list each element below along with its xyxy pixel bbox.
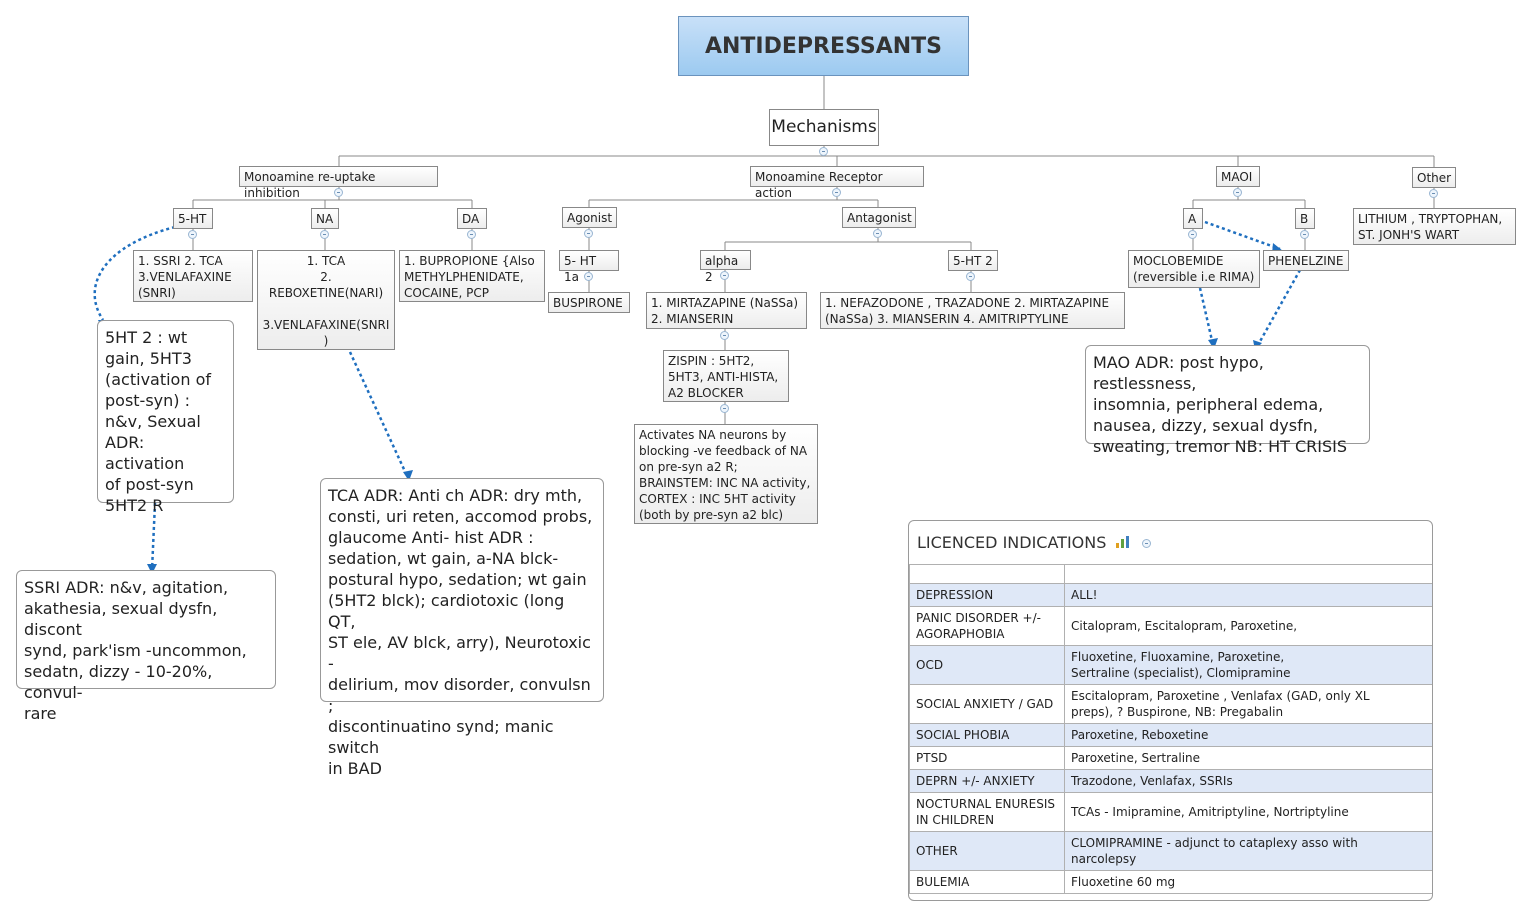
- other-drugs-node[interactable]: LITHIUM , TRYPTOPHAN, ST. JONH'S WART: [1353, 208, 1516, 245]
- spreadsheet-icon: [1116, 536, 1129, 548]
- da-drugs-node[interactable]: 1. BUPROPIONE {Also METHYLPHENIDATE, COC…: [399, 250, 545, 302]
- mechanisms-node[interactable]: Mechanisms: [769, 109, 879, 146]
- collapse-icon[interactable]: [966, 272, 975, 281]
- collapse-icon[interactable]: [334, 188, 343, 197]
- table-row: DEPRN +/- ANXIETY Trazodone, Venlafax, S…: [909, 769, 1432, 793]
- indication-cell: NOCTURNAL ENURESIS IN CHILDREN: [909, 792, 1065, 832]
- na-node[interactable]: NA: [311, 208, 339, 229]
- drugs-cell: Paroxetine, Reboxetine: [1064, 723, 1432, 747]
- table-row: BULEMIA Fluoxetine 60 mg: [909, 870, 1432, 894]
- drugs-cell: TCAs - Imipramine, Amitriptyline, Nortri…: [1064, 792, 1432, 832]
- 5ht2-node[interactable]: 5-HT 2: [948, 250, 998, 271]
- phenelzine-node[interactable]: PHENELZINE: [1263, 250, 1349, 271]
- table-row: OCD Fluoxetine, Fluoxamine, Paroxetine, …: [909, 645, 1432, 685]
- da-node[interactable]: DA: [457, 208, 487, 229]
- arrow-note-to-ssri-adr: [150, 502, 157, 571]
- 5ht-drugs-node[interactable]: 1. SSRI 2. TCA 3.VENLAFAXINE (SNRI): [133, 250, 253, 302]
- drugs-cell: Paroxetine, Sertraline: [1064, 746, 1432, 770]
- indication-cell: PANIC DISORDER +/- AGORAPHOBIA: [909, 606, 1065, 646]
- 5ht1a-node[interactable]: 5- HT 1a: [559, 250, 619, 284]
- collapse-icon[interactable]: [873, 229, 882, 238]
- collapse-icon[interactable]: [467, 230, 476, 239]
- indication-cell: PTSD: [909, 746, 1065, 770]
- maoi-node[interactable]: MAOI: [1216, 166, 1260, 187]
- table-row: SOCIAL PHOBIA Paroxetine, Reboxetine: [909, 723, 1432, 747]
- licenced-indications-table[interactable]: LICENCED INDICATIONS DEPRESSION ALL! PAN…: [908, 520, 1433, 901]
- indications-grid: DEPRESSION ALL! PANIC DISORDER +/- AGORA…: [909, 564, 1432, 894]
- collapse-icon[interactable]: [584, 229, 593, 238]
- collapse-icon[interactable]: [584, 272, 593, 281]
- indication-cell: OCD: [909, 645, 1065, 685]
- drugs-cell: Escitalopram, Paroxetine , Venlafax (GAD…: [1064, 684, 1432, 724]
- tca-adr-note[interactable]: TCA ADR: Anti ch ADR: dry mth, consti, u…: [320, 478, 604, 778]
- table-row: PTSD Paroxetine, Sertraline: [909, 746, 1432, 770]
- table-row: OTHER CLOMIPRAMINE - adjunct to cataplex…: [909, 831, 1432, 871]
- collapse-icon[interactable]: [832, 188, 841, 197]
- indication-cell: SOCIAL PHOBIA: [909, 723, 1065, 747]
- indication-cell: DEPRN +/- ANXIETY: [909, 769, 1065, 793]
- na-drugs-node[interactable]: 1. TCA 2. REBOXETINE(NARI) 3.VENLAFAXINE…: [257, 250, 395, 350]
- maoi-b-node[interactable]: B: [1295, 208, 1315, 229]
- table-title: LICENCED INDICATIONS: [917, 533, 1107, 552]
- indication-cell: BULEMIA: [909, 870, 1065, 894]
- other-node[interactable]: Other: [1412, 167, 1456, 188]
- ssri-adr-note[interactable]: SSRI ADR: n&v, agitation, akathesia, sex…: [16, 570, 276, 723]
- collapse-icon[interactable]: [720, 331, 729, 340]
- table-row: NOCTURNAL ENURESIS IN CHILDREN TCAs - Im…: [909, 792, 1432, 832]
- drugs-cell: Trazodone, Venlafax, SSRIs: [1064, 769, 1432, 793]
- drugs-cell: Fluoxetine 60 mg: [1064, 870, 1432, 894]
- receptor-node[interactable]: Monoamine Receptor action: [750, 166, 924, 200]
- map-title[interactable]: ANTIDEPRESSANTS: [678, 16, 969, 76]
- 5ht-node[interactable]: 5-HT: [173, 208, 213, 229]
- alpha2-mechanism-node[interactable]: Activates NA neurons by blocking -ve fee…: [634, 424, 818, 524]
- collapse-icon[interactable]: [1429, 189, 1438, 198]
- indication-cell: DEPRESSION: [909, 583, 1065, 607]
- drugs-cell: ALL!: [1064, 583, 1432, 607]
- reuptake-node[interactable]: Monoamine re-uptake inhibition: [239, 166, 438, 200]
- collapse-icon[interactable]: [1300, 230, 1309, 239]
- table-row: SOCIAL ANXIETY / GAD Escitalopram, Parox…: [909, 684, 1432, 724]
- alpha2-node[interactable]: alpha 2: [700, 250, 751, 284]
- mao-adr-note[interactable]: MAO ADR: post hypo, restlessness, insomn…: [1085, 345, 1370, 456]
- arrow-phenelzine-to-mao-adr: [1256, 269, 1302, 346]
- collapse-icon[interactable]: [188, 230, 197, 239]
- 5ht2-drugs-node[interactable]: 1. NEFAZODONE , TRAZADONE 2. MIRTAZAPINE…: [820, 292, 1125, 329]
- arrow-na-to-tca-adr: [348, 351, 410, 479]
- collapse-icon[interactable]: [320, 230, 329, 239]
- collapse-icon[interactable]: [1142, 539, 1151, 548]
- arrow-a-to-phenelzine: [1204, 220, 1281, 251]
- table-row: DEPRESSION ALL!: [909, 583, 1432, 607]
- 5ht2-adr-note[interactable]: 5HT 2 : wt gain, 5HT3 (activation of pos…: [97, 320, 234, 515]
- arrow-moclobemide-to-mao-adr: [1198, 287, 1215, 346]
- moclobemide-node[interactable]: MOCLOBEMIDE (reversible i.e RIMA): [1128, 250, 1260, 288]
- buspirone-node[interactable]: BUSPIRONE: [548, 292, 630, 313]
- antagonist-node[interactable]: Antagonist: [842, 207, 916, 228]
- drugs-cell: CLOMIPRAMINE - adjunct to cataplexy asso…: [1064, 831, 1432, 871]
- collapse-icon[interactable]: [1233, 188, 1242, 197]
- table-row: PANIC DISORDER +/- AGORAPHOBIA Citalopra…: [909, 606, 1432, 646]
- indication-cell: SOCIAL ANXIETY / GAD: [909, 684, 1065, 724]
- indication-cell: OTHER: [909, 831, 1065, 871]
- drugs-cell: Fluoxetine, Fluoxamine, Paroxetine, Sert…: [1064, 645, 1432, 685]
- alpha2-drugs-node[interactable]: 1. MIRTAZAPINE (NaSSa) 2. MIANSERIN: [646, 292, 807, 329]
- maoi-a-node[interactable]: A: [1183, 208, 1203, 229]
- drugs-cell: Citalopram, Escitalopram, Paroxetine,: [1064, 606, 1432, 646]
- collapse-icon[interactable]: [720, 271, 729, 280]
- collapse-icon[interactable]: [1188, 230, 1197, 239]
- agonist-node[interactable]: Agonist: [562, 207, 617, 228]
- collapse-icon[interactable]: [720, 404, 729, 413]
- collapse-icon[interactable]: [819, 147, 828, 156]
- zispin-node[interactable]: ZISPIN : 5HT2, 5HT3, ANTI-HISTA, A2 BLOC…: [663, 350, 789, 402]
